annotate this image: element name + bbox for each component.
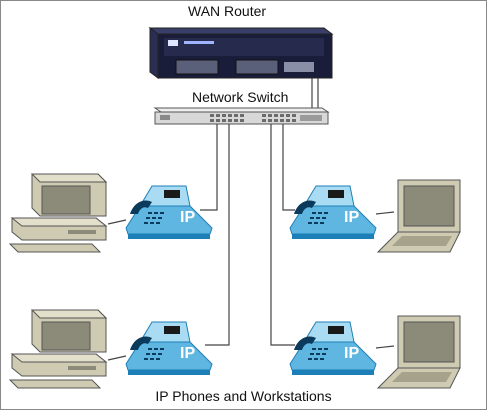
- cable-right-top: [282, 124, 295, 211]
- phone-label: IP: [344, 345, 359, 362]
- laptop-icon: [377, 179, 461, 253]
- ip-phone-icon: IP: [125, 321, 213, 376]
- ip-phone-icon: IP: [125, 185, 213, 240]
- cable-laptop-phone: [375, 345, 395, 349]
- phone-label: IP: [344, 209, 359, 226]
- cable-pc-phone: [107, 219, 127, 225]
- cable-pc-phone: [107, 355, 127, 361]
- cable-left-top: [200, 124, 218, 211]
- laptop-icon: [377, 315, 461, 389]
- switch-icon: [153, 107, 330, 125]
- caption-label: IP Phones and Workstations: [155, 388, 332, 404]
- desktop-icon: [9, 173, 107, 253]
- switch-label: Network Switch: [192, 89, 289, 105]
- cables: [200, 124, 295, 346]
- cable-laptop-phone: [375, 211, 395, 215]
- desktop-icon: [9, 309, 107, 389]
- ip-phone-icon: IP: [289, 321, 377, 376]
- phone-label: IP: [180, 345, 195, 362]
- router-label: WAN Router: [188, 3, 267, 19]
- phone-label: IP: [180, 209, 195, 226]
- cable-right-bottom: [270, 124, 295, 346]
- ip-phone-icon: IP: [289, 185, 377, 240]
- cable-left-bottom: [205, 124, 230, 346]
- router-icon: [148, 27, 334, 79]
